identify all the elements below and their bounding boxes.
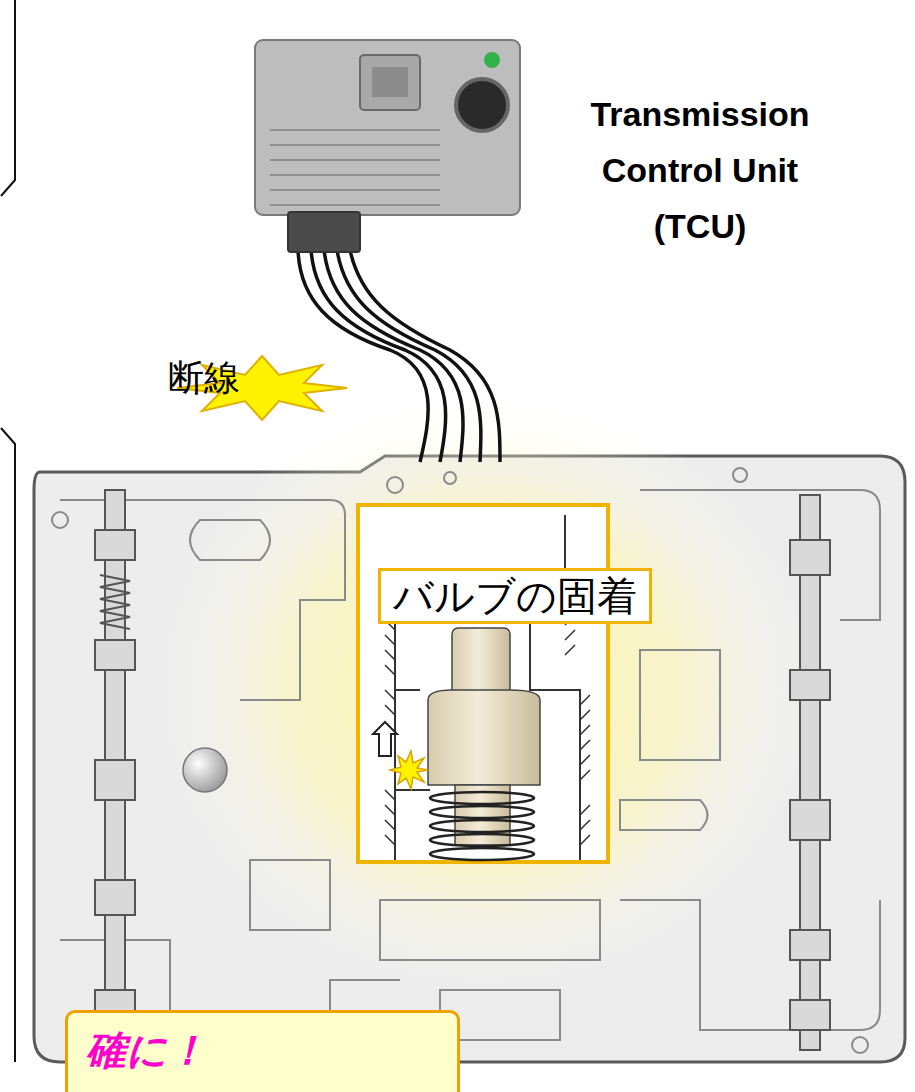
fault-box: バルブの固着 (378, 568, 652, 624)
wire-harness (298, 250, 500, 462)
bracket-line (1, 0, 15, 1062)
box-text: バルブの固着 (393, 573, 637, 619)
fault-label: 断線 (168, 356, 240, 400)
part-label: Transmission Control Unit (TCU) (560, 86, 840, 254)
valve-body (34, 390, 905, 1062)
note-box: 確に！ (65, 1010, 460, 1092)
box-text: 確に！ (86, 1027, 457, 1073)
tcu-unit (255, 40, 520, 252)
valve-closeup (358, 505, 608, 862)
